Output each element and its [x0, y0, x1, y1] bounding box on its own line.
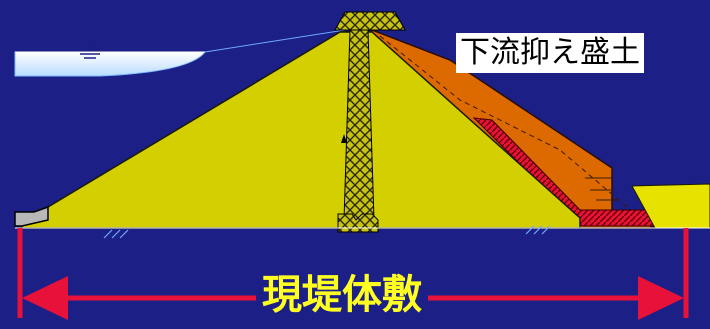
water-level-triangle-icon — [80, 44, 100, 59]
crest-cap — [334, 11, 406, 31]
downstream-toe-ground — [631, 183, 710, 229]
arrowhead-icon — [638, 276, 684, 320]
current-embankment-width-label: 現堤体敷 — [256, 268, 428, 322]
ground-hatch-icon — [103, 225, 551, 239]
reservoir-water — [14, 29, 346, 77]
arrowhead-icon — [341, 134, 347, 143]
upstream-toe-block — [14, 205, 49, 227]
downstream-berm-label: 下流抑え盛土 — [456, 33, 644, 73]
arrowhead-icon — [22, 276, 68, 320]
berm-step-lines — [585, 177, 618, 201]
